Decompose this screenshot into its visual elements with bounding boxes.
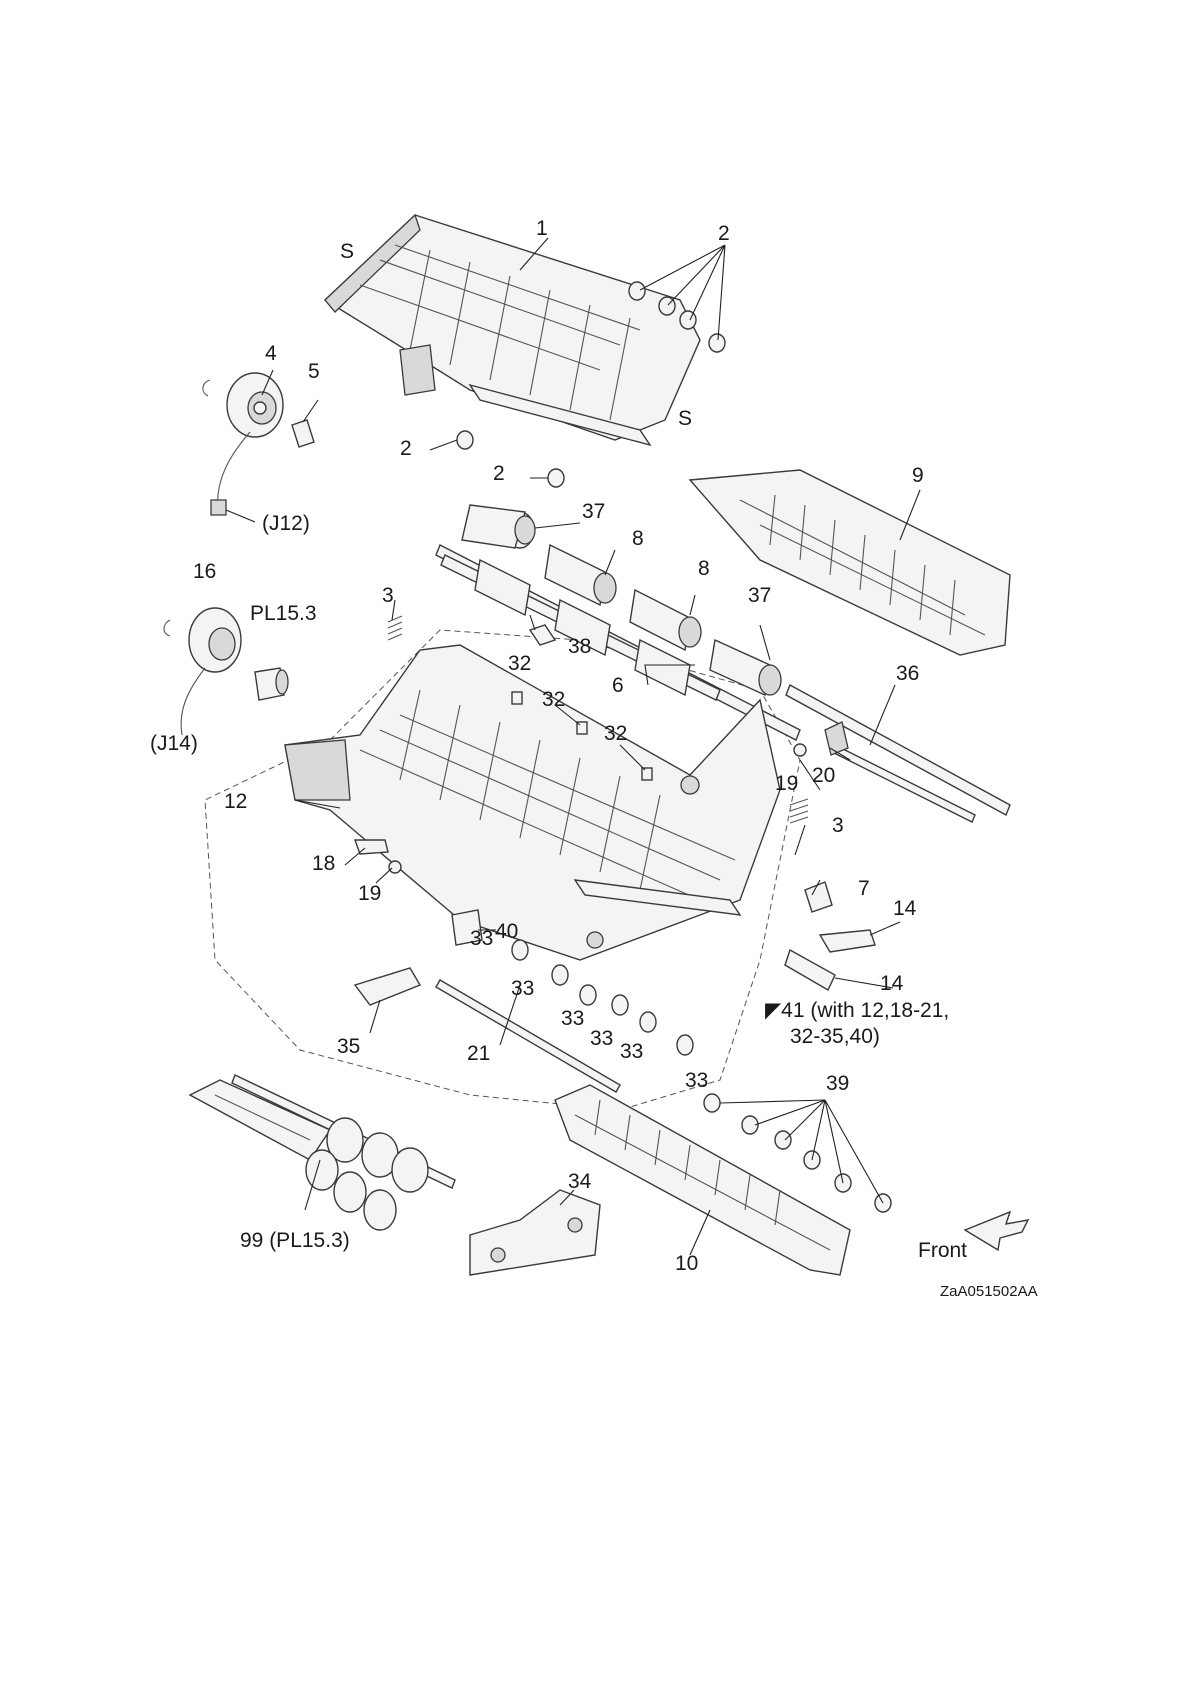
- label-2-top: 2: [718, 222, 730, 245]
- label-35: 35: [337, 1035, 360, 1058]
- label-18: 18: [312, 852, 335, 875]
- screw-mark-right: S: [678, 407, 692, 430]
- part-9-exit-guide: [690, 470, 1010, 655]
- label-6: 6: [612, 674, 624, 697]
- label-39: 39: [826, 1072, 849, 1095]
- label-33-e: 33: [620, 1040, 643, 1063]
- label-3-left: 3: [382, 584, 394, 607]
- label-21: 21: [467, 1042, 490, 1065]
- label-2-low: 2: [493, 462, 505, 485]
- part-4-clutch: [203, 373, 283, 515]
- label-33-c: 33: [561, 1007, 584, 1030]
- label-12: 12: [224, 790, 247, 813]
- label-16: 16: [193, 560, 216, 583]
- label-99: 99 (PL15.3): [240, 1229, 350, 1252]
- part-38-clip: [530, 625, 555, 645]
- label-33-d: 33: [590, 1027, 613, 1050]
- part-1-upper-guide: [325, 215, 700, 445]
- label-9: 9: [912, 464, 924, 487]
- part-16-clutch: [164, 608, 241, 735]
- label-34: 34: [568, 1170, 592, 1193]
- label-32-b: 32: [542, 688, 565, 711]
- label-32-a: 32: [508, 652, 531, 675]
- part-20-actuator: [825, 722, 975, 822]
- part-3-spring-left: [388, 616, 402, 640]
- label-8-lower: 8: [698, 557, 710, 580]
- label-1: 1: [536, 217, 548, 240]
- label-4: 4: [265, 342, 277, 365]
- part-7-cam: [805, 882, 832, 912]
- label-33-b: 33: [511, 977, 534, 1000]
- label-19-left: 19: [358, 882, 381, 905]
- part-5-bearing: [292, 420, 314, 447]
- figure-id: ZaA051502AA: [940, 1283, 1038, 1300]
- label-40: 40: [495, 920, 518, 943]
- label-20: 20: [812, 764, 835, 787]
- label-j12: (J12): [262, 512, 310, 535]
- label-37-upper: 37: [582, 500, 605, 523]
- pl15-3-gear: [255, 668, 288, 700]
- label-32-c: 32: [604, 722, 627, 745]
- label-10: 10: [675, 1252, 698, 1275]
- part-10-lower-guide: [555, 1085, 850, 1275]
- part-34-cover: [470, 1190, 600, 1275]
- front-label: Front: [918, 1239, 967, 1262]
- label-j14: (J14): [150, 732, 198, 755]
- screw-mark-left: S: [340, 240, 354, 263]
- label-33-a: 33: [470, 927, 493, 950]
- label-2-mid: 2: [400, 437, 412, 460]
- label-pl15-3: PL15.3: [250, 602, 317, 625]
- label-7: 7: [858, 877, 870, 900]
- label-36: 36: [896, 662, 919, 685]
- part-3-spring-right: [790, 799, 808, 823]
- part-36-shaft: [786, 685, 1010, 815]
- part-14-levers: [785, 930, 875, 990]
- label-8-upper: 8: [632, 527, 644, 550]
- label-41-line1: ◤41 (with 12,18-21,: [765, 999, 949, 1022]
- label-33-f: 33: [685, 1069, 708, 1092]
- part-35-bracket: [355, 968, 420, 1005]
- front-arrow-icon: [965, 1212, 1028, 1250]
- label-14-upper: 14: [893, 897, 917, 920]
- label-41-line2: 32-35,40): [790, 1025, 880, 1048]
- label-14-lower: 14: [880, 972, 904, 995]
- label-38: 38: [568, 635, 591, 658]
- label-37-lower: 37: [748, 584, 771, 607]
- label-19-right: 19: [775, 772, 798, 795]
- part-99-feed-assembly: [190, 1075, 455, 1230]
- label-5: 5: [308, 360, 320, 383]
- label-3-right: 3: [832, 814, 844, 837]
